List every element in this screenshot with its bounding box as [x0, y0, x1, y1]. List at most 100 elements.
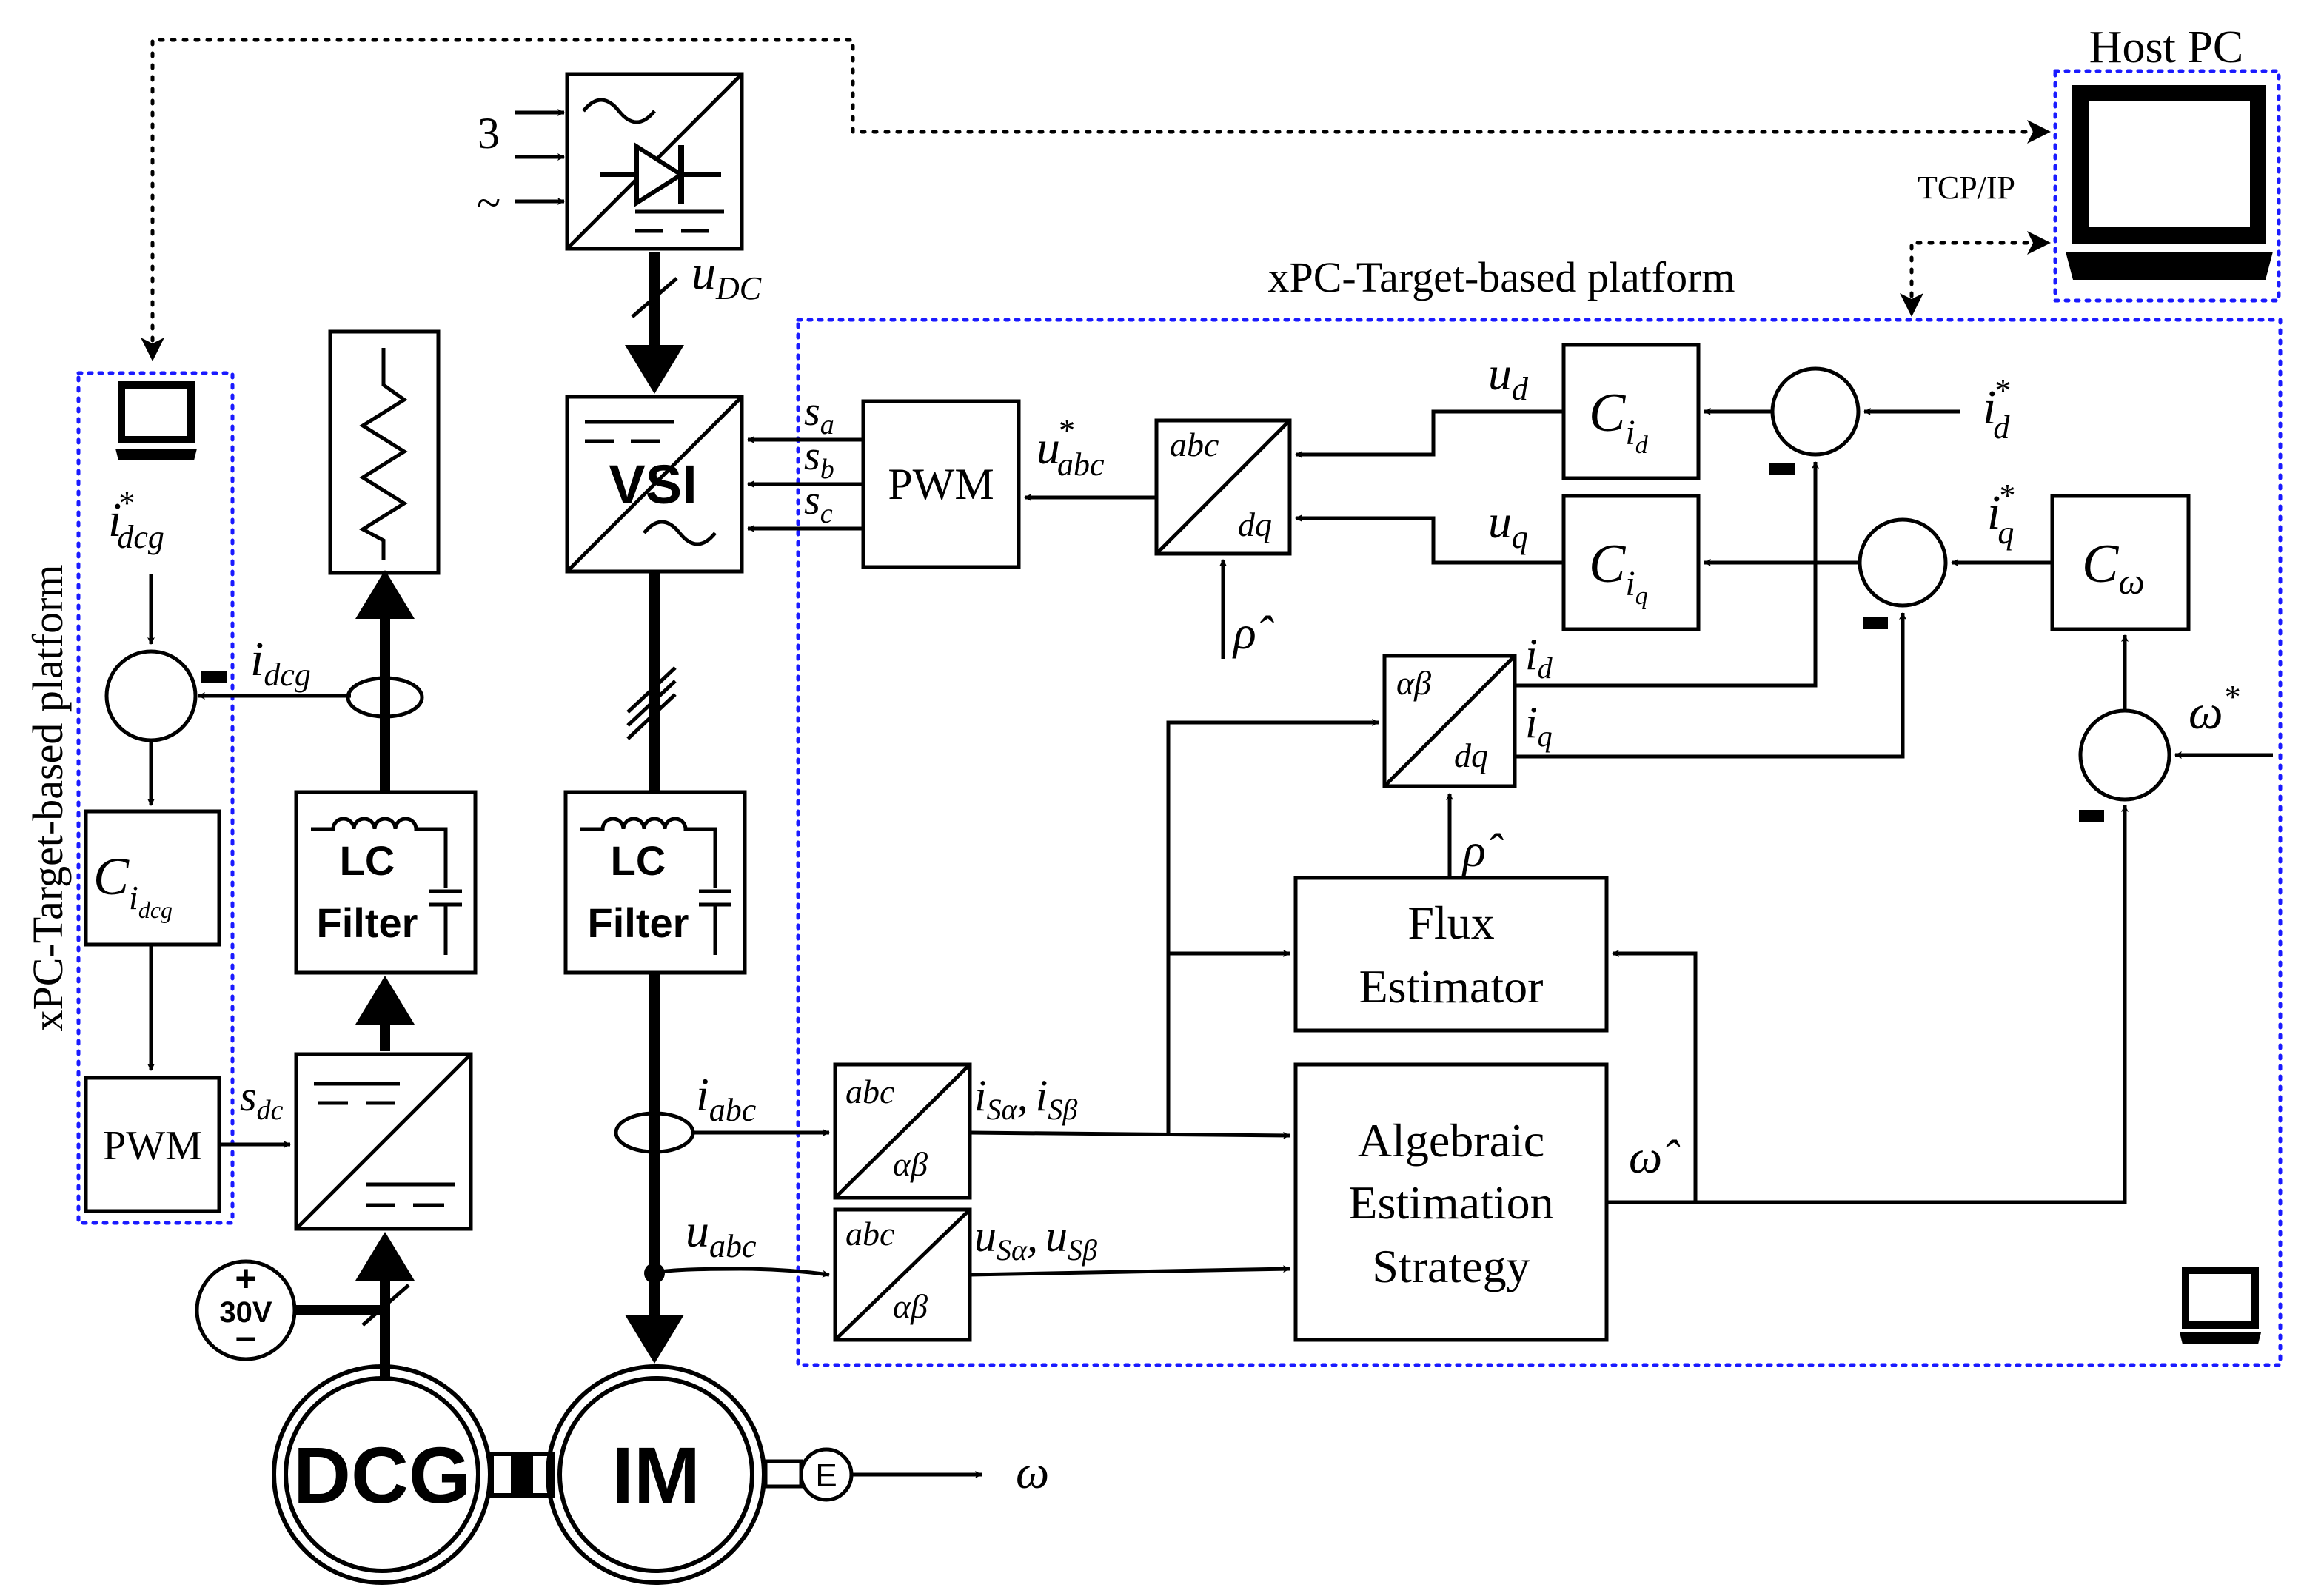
vsi-diagonal [566, 395, 743, 573]
comm-link-host-to-left [150, 38, 2047, 355]
ac-phase-count: 3 [478, 109, 500, 158]
uabc-star-label: u*abc [1037, 412, 1105, 483]
is-label: iSα,iSβ [974, 1071, 1077, 1126]
im-machine-label: IM [612, 1430, 700, 1520]
omega-hat-path [1607, 805, 2129, 1204]
idcg-current-sensor [346, 676, 424, 719]
c-idcg-label: Cidcg [93, 847, 173, 923]
tcp-ip-label: TCP/IP [1918, 170, 2015, 206]
vsi-ac-symbol [643, 520, 717, 546]
id-minus-sign [1769, 463, 1795, 475]
iabc-to-alphabeta-diagonal [834, 1063, 971, 1199]
dcg-to-chopper-slash [361, 1284, 410, 1327]
iabc-to-alphabeta-ab: αβ [893, 1145, 928, 1183]
idcg-feedback-label: idcg [250, 632, 311, 693]
dcg-to-chopper-arrowhead [355, 1232, 415, 1281]
target-pc-icon-left [115, 381, 197, 460]
dc-source-value: 30V [219, 1296, 272, 1329]
uq-label: uq [1488, 495, 1528, 555]
lc-filter-left-line1: LC [340, 837, 395, 884]
xpc-platform-right-border [796, 318, 2283, 1367]
omega-sum-junction [2078, 708, 2171, 802]
encoder-label: E [815, 1458, 837, 1494]
omega-hat-label: ω̂ [1629, 1130, 1680, 1183]
dcdc-chopper-diagonal [295, 1053, 472, 1230]
dc-source-minus: − [235, 1318, 256, 1360]
host-pc-label: Host PC [2089, 22, 2243, 73]
algebraic-estimation-block [1293, 1062, 1609, 1342]
algebraic-line2: Estimation [1348, 1176, 1553, 1229]
comm-link-host-to-right [1909, 241, 2040, 310]
rectifier-dc-symbol [635, 209, 724, 233]
vsi-3phase-slash-2 [626, 680, 677, 727]
id-star-label: i*d [1983, 372, 2010, 446]
ud-label: ud [1488, 347, 1529, 407]
host-pc-icon [2066, 85, 2273, 280]
ac-symbol: ~ [477, 178, 500, 227]
ud-path [1295, 409, 1564, 458]
iq-minus-sign [1863, 617, 1888, 629]
dq-to-abc-abc: abc [1170, 426, 1219, 463]
lc-filter-right-inductor [580, 817, 717, 888]
encoder-shaft [763, 1459, 803, 1489]
udc-label: uDC [691, 246, 762, 306]
xpc-platform-left-label: xPC-Target-based platform [24, 564, 72, 1031]
lc-filter-left-line2: Filter [317, 899, 418, 946]
iq-feedback-path [1515, 612, 1906, 759]
flux-estimator-line1: Flux [1407, 896, 1494, 949]
c-iq-label: Ciq [1589, 534, 1648, 610]
vsi-dc-symbol [585, 420, 674, 443]
rho-hat-bottom-label: ρ̂ [1461, 824, 1504, 876]
omega-star-label: ω* [2189, 679, 2240, 740]
id-feedback-path [1515, 461, 1819, 688]
comm-arrowhead-left [141, 338, 164, 361]
alphabeta-to-dq-dq: dq [1454, 737, 1488, 774]
lc-filter-right-line2: Filter [588, 899, 689, 946]
lc-filter-left-inductor [311, 817, 448, 888]
uabc-label: uabc [686, 1204, 757, 1264]
c-iq-controller [1561, 494, 1701, 631]
iabc-to-alphabeta-abc: abc [845, 1073, 894, 1110]
lc-filter-left-capacitor [429, 889, 462, 955]
flux-estimator-line2: Estimator [1359, 960, 1544, 1013]
rho-hat-top-label: ρ̂ [1232, 606, 1274, 659]
flux-estimator-block [1293, 876, 1609, 1033]
dcdc-chopper-dc-out [366, 1182, 455, 1207]
iq-label: iq [1525, 698, 1553, 753]
omega-output-label: ω [1016, 1446, 1049, 1498]
alphabeta-to-dq-diagonal [1383, 654, 1516, 788]
comm-arrowhead-right-up [2027, 231, 2051, 255]
id-label: id [1525, 630, 1553, 685]
xpc-platform-left-border [76, 371, 235, 1225]
dcdc-chopper-dc-in [314, 1082, 400, 1105]
idcg-sum-junction [104, 649, 198, 742]
udc-arrowhead [625, 345, 684, 394]
lc-filter-right-line1: LC [611, 837, 666, 884]
uabc-to-alphabeta-diagonal [834, 1208, 971, 1341]
alphabeta-to-dq-ab: αβ [1396, 664, 1431, 702]
c-omega-controller [2050, 494, 2191, 631]
sc-label: sc [804, 477, 833, 529]
pwm-main-block [861, 399, 1021, 569]
is-to-alphabeta-dq [1166, 719, 1379, 953]
pwm-left-block [84, 1076, 221, 1213]
dcg-machine-label: DCG [293, 1430, 471, 1520]
idcg-minus-sign [201, 671, 227, 683]
omega-minus-sign [2079, 810, 2104, 822]
uabc-to-alphabeta-ab: αβ [893, 1287, 928, 1325]
chopper-to-lc-arrowhead [355, 976, 415, 1025]
vsi-3phase-slash-1 [626, 666, 677, 714]
target-pc-icon-right [2180, 1267, 2261, 1344]
resistor-icon [359, 348, 408, 560]
iq-star-label: i*q [1987, 477, 2014, 551]
im-machine-inner [557, 1376, 754, 1573]
c-id-label: Cid [1589, 383, 1649, 459]
vsi-3phase-slash-3 [626, 693, 677, 740]
dq-to-abc-dq: dq [1238, 506, 1272, 543]
is-to-flux [1166, 950, 1290, 1133]
comm-arrowhead-right-down [1900, 293, 1923, 317]
rectifier-ac-symbol [582, 98, 656, 124]
pwm-left-label: PWM [103, 1123, 202, 1169]
vsi-label: VSI [609, 454, 697, 515]
